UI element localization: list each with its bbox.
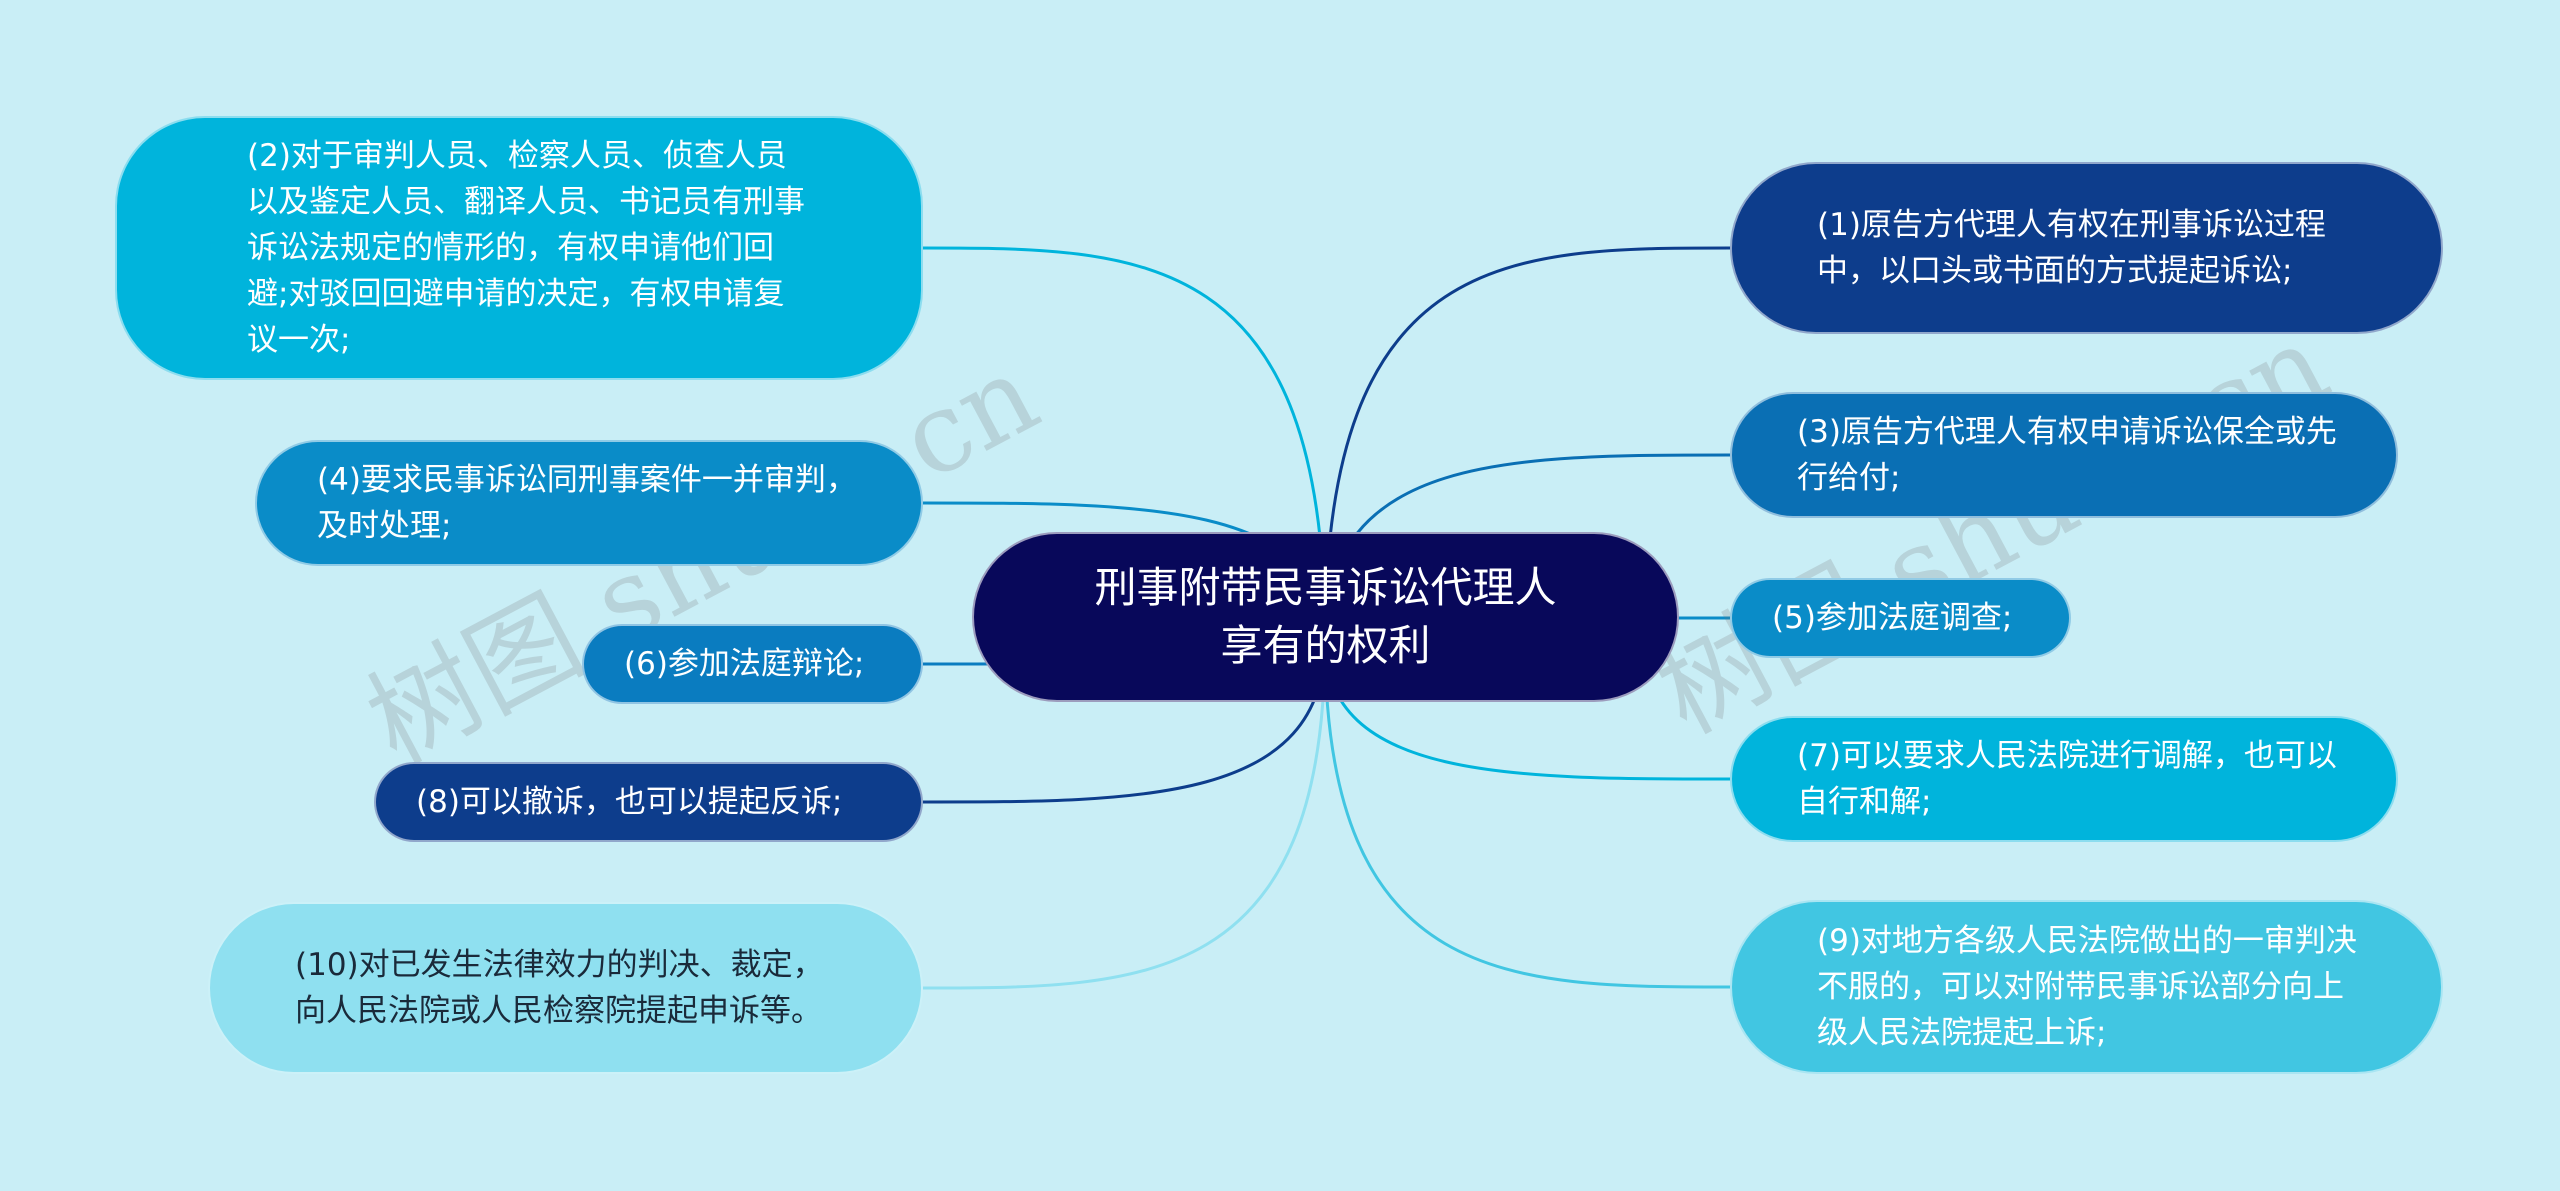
branch-node-5[interactable]: (5)参加法庭调查; bbox=[1730, 578, 2071, 658]
connector-n1 bbox=[1323, 246, 1731, 641]
root-node[interactable]: 刑事附带民事诉讼代理人享有的权利 bbox=[972, 532, 1679, 702]
connector-n9 bbox=[1323, 639, 1731, 989]
branch-node-9[interactable]: (9)对地方各级人民法院做出的一审判决不服的，可以对附带民事诉讼部分向上级人民法… bbox=[1730, 900, 2443, 1074]
branch-node-3-label: (3)原告方代理人有权申请诉讼保全或先行给付; bbox=[1797, 414, 2337, 496]
branch-node-10-label: (10)对已发生法律效力的判决、裁定，向人民法院或人民检察院提起申诉等。 bbox=[295, 947, 824, 1029]
branch-node-3[interactable]: (3)原告方代理人有权申请诉讼保全或先行给付; bbox=[1730, 392, 2398, 518]
branch-node-8-label: (8)可以撤诉，也可以提起反诉; bbox=[416, 784, 843, 820]
branch-node-6[interactable]: (6)参加法庭辩论; bbox=[582, 624, 923, 704]
branch-node-7[interactable]: (7)可以要求人民法院进行调解，也可以自行和解; bbox=[1730, 716, 2398, 842]
connector-n2 bbox=[922, 246, 1327, 641]
branch-node-7-label: (7)可以要求人民法院进行调解，也可以自行和解; bbox=[1797, 738, 2337, 820]
branch-node-2-label: (2)对于审判人员、检察人员、侦查人员以及鉴定人员、翻译人员、书记员有刑事诉讼法… bbox=[247, 138, 805, 358]
branch-node-1[interactable]: (1)原告方代理人有权在刑事诉讼过程中，以口头或书面的方式提起诉讼; bbox=[1730, 162, 2443, 334]
branch-node-9-label: (9)对地方各级人民法院做出的一审判决不服的，可以对附带民事诉讼部分向上级人民法… bbox=[1817, 923, 2357, 1051]
branch-node-2[interactable]: (2)对于审判人员、检察人员、侦查人员以及鉴定人员、翻译人员、书记员有刑事诉讼法… bbox=[115, 116, 923, 380]
connector-n10 bbox=[922, 639, 1327, 990]
branch-node-10[interactable]: (10)对已发生法律效力的判决、裁定，向人民法院或人民检察院提起申诉等。 bbox=[208, 902, 923, 1074]
branch-node-5-label: (5)参加法庭调查; bbox=[1772, 600, 2013, 636]
branch-node-4[interactable]: (4)要求民事诉讼同刑事案件一并审判，及时处理; bbox=[255, 440, 923, 566]
branch-node-8[interactable]: (8)可以撤诉，也可以提起反诉; bbox=[374, 762, 923, 842]
branch-node-1-label: (1)原告方代理人有权在刑事诉讼过程中，以口头或书面的方式提起诉讼; bbox=[1817, 207, 2326, 289]
branch-node-4-label: (4)要求民事诉讼同刑事案件一并审判，及时处理; bbox=[317, 462, 857, 544]
branch-node-6-label: (6)参加法庭辩论; bbox=[624, 646, 865, 682]
root-node-label: 刑事附带民事诉讼代理人享有的权利 bbox=[1094, 563, 1557, 670]
